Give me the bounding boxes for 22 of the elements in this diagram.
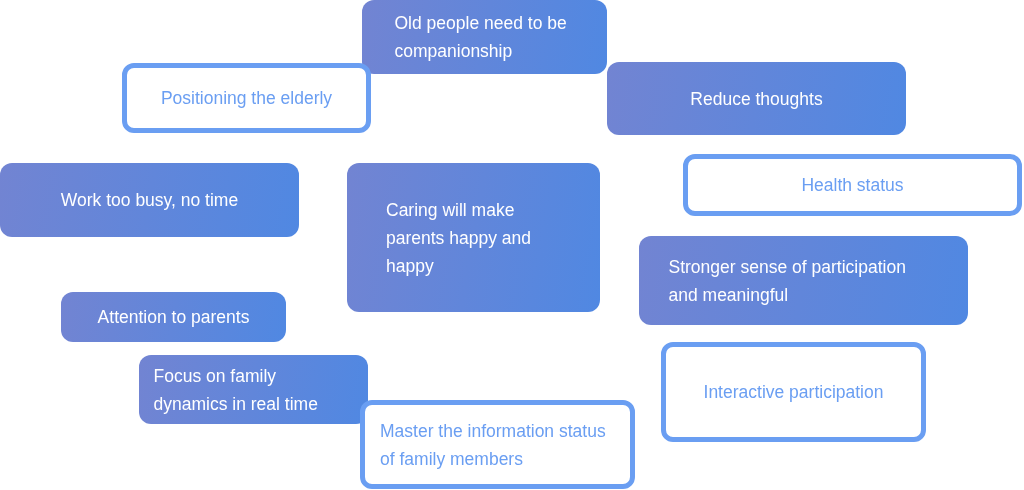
- box-text: Reduce thoughts: [690, 87, 823, 111]
- outlined-box: [683, 154, 1022, 216]
- box-text: Work too busy, no time: [60, 189, 239, 212]
- filled-box: [61, 292, 286, 342]
- box-text: Caring will make parents happy and happy: [386, 198, 532, 278]
- outlined-box: [122, 63, 371, 133]
- outlined-box: [661, 342, 926, 442]
- box-text: Attention to parents: [97, 306, 250, 329]
- box-text: Interactive participation: [703, 381, 884, 404]
- box-text: Old people need to be companionship: [394, 12, 568, 63]
- box-text: Master the information status of family members: [380, 419, 607, 471]
- box-text: Focus on family dynamics in real time: [153, 364, 319, 416]
- filled-box: [607, 62, 906, 135]
- filled-box: [639, 236, 968, 325]
- box-text: Positioning the elderly: [160, 87, 333, 110]
- box-text: Stronger sense of participation and meaningful: [668, 255, 907, 307]
- outlined-box: [360, 400, 635, 489]
- filled-box: [362, 0, 607, 74]
- box-text: Health status: [801, 174, 904, 197]
- filled-box: [139, 355, 368, 424]
- filled-box: [347, 163, 600, 312]
- filled-box: [0, 163, 299, 237]
